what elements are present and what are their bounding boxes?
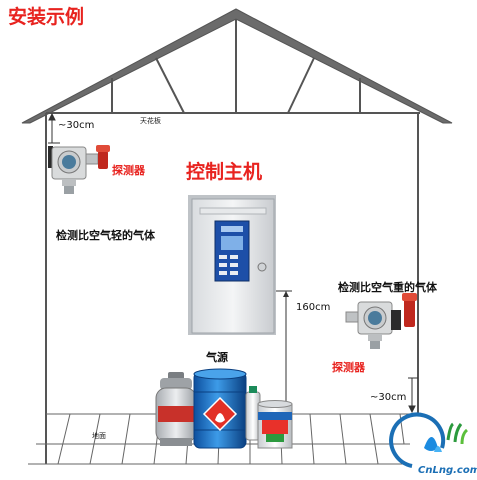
gas-detector-right bbox=[345, 293, 417, 349]
brand-logo bbox=[389, 412, 469, 468]
controller-height-label: 160cm bbox=[296, 302, 331, 313]
house-outline bbox=[21, 8, 453, 464]
chemical-drum bbox=[193, 368, 247, 449]
lighter-gas-label: 检测比空气轻的气体 bbox=[56, 229, 155, 242]
ceiling-label: 天花板 bbox=[140, 117, 161, 125]
detector-top-label: 探测器 bbox=[112, 164, 145, 177]
floor-distance-marker bbox=[408, 377, 418, 414]
detector-right-label: 探测器 bbox=[332, 361, 365, 374]
heavier-gas-label: 检测比空气重的气体 bbox=[338, 281, 437, 294]
brand-logo-text: CnLng.com bbox=[418, 465, 477, 476]
ceiling-distance-label: ~30cm bbox=[58, 120, 95, 131]
page-title: 安装示例 bbox=[8, 6, 85, 28]
floor-label: 地面 bbox=[92, 432, 106, 440]
controller-title: 控制主机 bbox=[186, 161, 263, 183]
gas-detector-top-left bbox=[48, 145, 110, 194]
gas-cylinder bbox=[155, 372, 197, 446]
spray-canister bbox=[245, 386, 261, 441]
ceiling-distance-marker bbox=[48, 112, 60, 144]
gas-source-label: 气源 bbox=[206, 351, 228, 364]
controller-cabinet bbox=[188, 195, 276, 335]
controller-height-marker bbox=[276, 290, 292, 414]
floor-distance-label: ~30cm bbox=[370, 392, 407, 403]
paint-can bbox=[257, 400, 293, 449]
